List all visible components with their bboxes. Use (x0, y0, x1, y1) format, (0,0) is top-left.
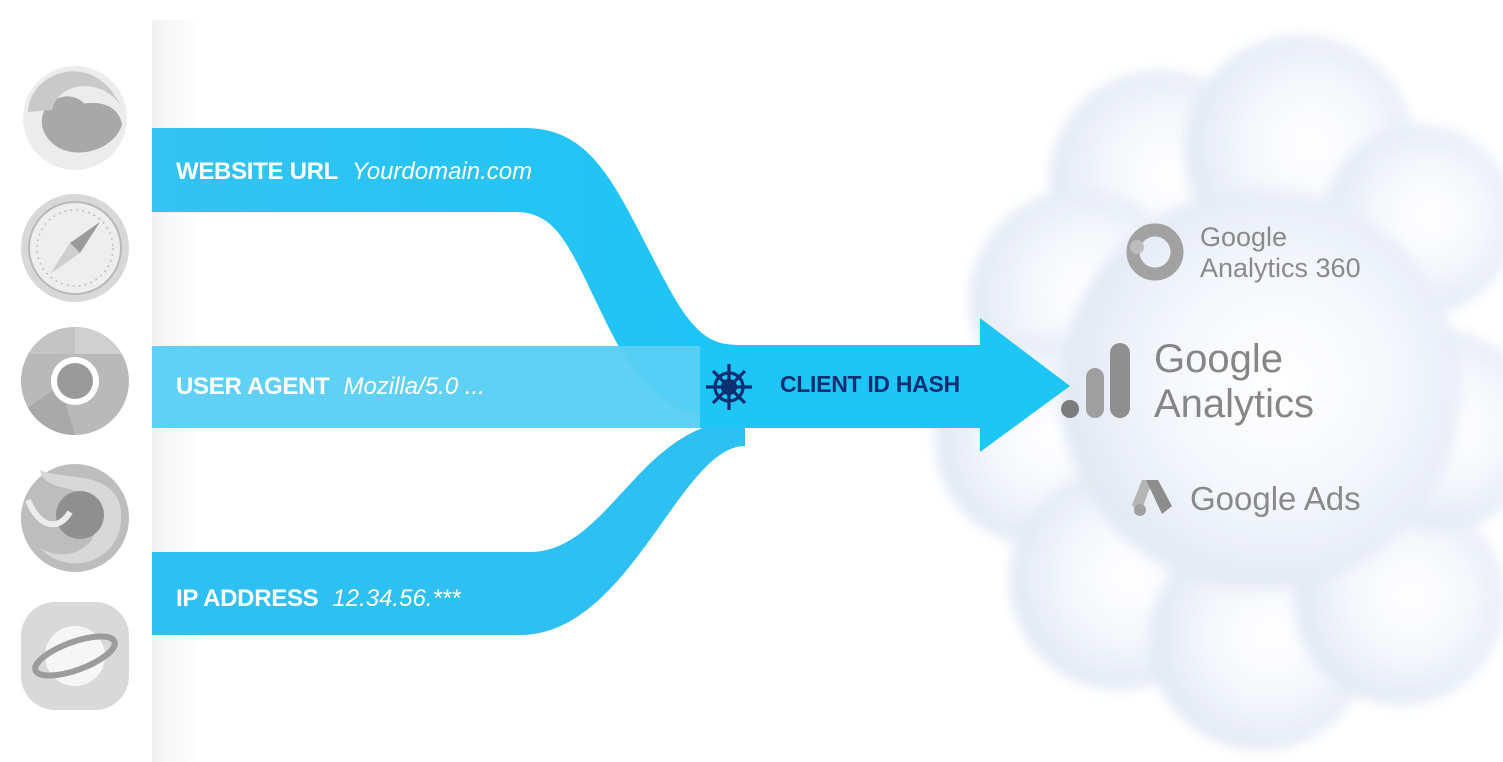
analytics-bars-icon (1061, 343, 1130, 418)
google-ads-name: Google Ads (1190, 480, 1361, 517)
flow-label-ip: IP ADDRESS 12.34.56.*** (176, 585, 460, 613)
ga-name: Google Analytics (1154, 337, 1314, 427)
ship-wheel-icon (706, 364, 752, 410)
client-id-hash-label: CLIENT ID HASH (780, 371, 960, 397)
samsung-internet-icon (21, 602, 129, 710)
flow-key: USER AGENT (176, 373, 330, 400)
flow-key: IP ADDRESS (176, 585, 319, 612)
ga360-logo-icon (1126, 223, 1184, 281)
hash-arrow (700, 318, 1070, 452)
flow-key: WEBSITE URL (176, 158, 339, 185)
ga-line1: Google (1154, 337, 1283, 381)
edge-icon (23, 66, 127, 170)
google-ads-logo-icon (1132, 480, 1172, 516)
flow-ua (152, 346, 745, 428)
flow-ip (152, 420, 745, 635)
flow-value: Yourdomain.com (352, 158, 533, 185)
flow-label-url: WEBSITE URL Yourdomain.com (176, 158, 532, 186)
chrome-icon (21, 326, 129, 436)
flow-value: 12.34.56.*** (332, 585, 461, 612)
flow-url (152, 128, 745, 420)
flow-value: Mozilla/5.0 ... (343, 373, 485, 400)
firefox-icon (21, 464, 129, 572)
ga360-line2: Analytics 360 (1200, 253, 1361, 283)
ga360-line1: Google (1200, 222, 1288, 252)
safari-icon (21, 194, 129, 302)
ga360-name: Google Analytics 360 (1200, 222, 1361, 284)
ga-line2: Analytics (1154, 382, 1315, 426)
flow-label-ua: USER AGENT Mozilla/5.0 ... (176, 373, 485, 401)
